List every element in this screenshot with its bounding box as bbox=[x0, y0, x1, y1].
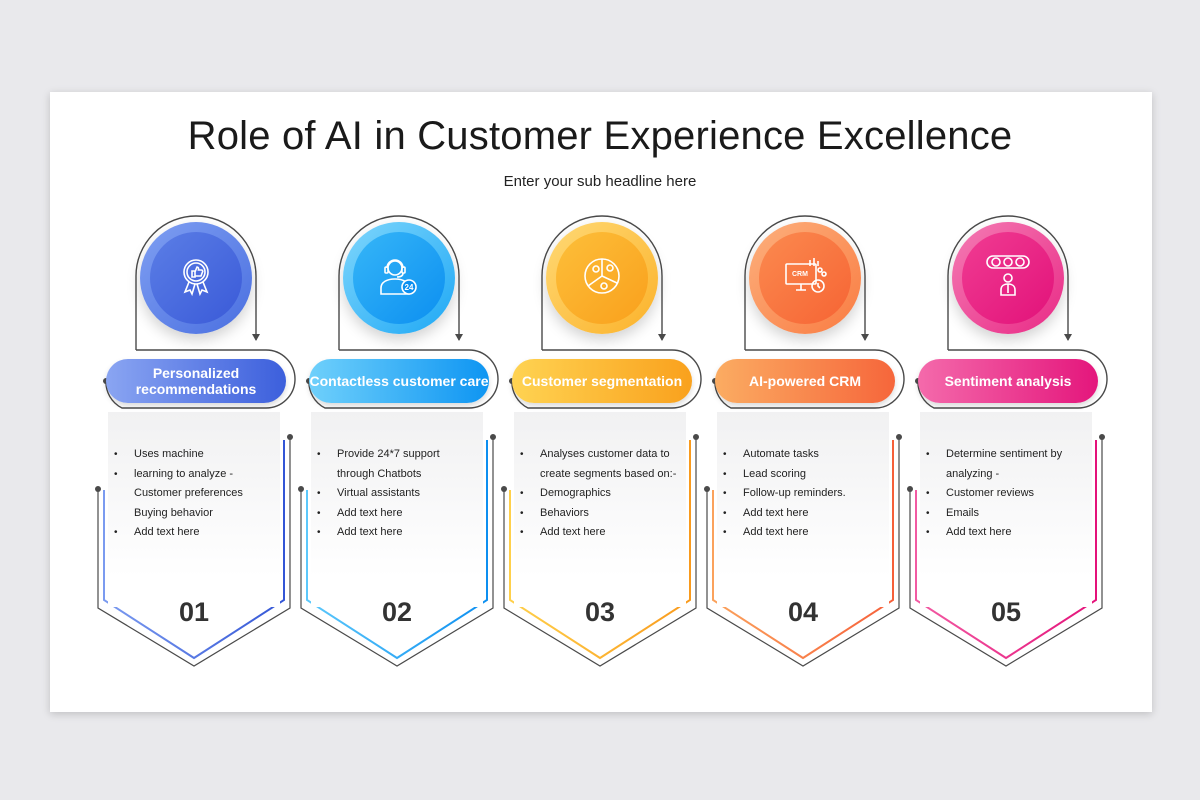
bullet-item: Add text here bbox=[924, 523, 1094, 543]
card-bullet-list: Provide 24*7 support through ChatbotsVirt… bbox=[315, 445, 485, 543]
card-number: 04 bbox=[787, 597, 819, 627]
bullet-item: Buying behavior bbox=[134, 506, 213, 519]
bullet-item: Customer reviews bbox=[924, 484, 1094, 504]
bullet-item: Add text here bbox=[315, 504, 485, 524]
card-bullet-list: Determine sentiment by analyzing - Custome… bbox=[924, 445, 1094, 543]
sentiment-faces-icon bbox=[983, 253, 1033, 304]
icon-circle-inner: CRM bbox=[759, 232, 851, 324]
card-number: 02 bbox=[381, 597, 413, 627]
bullet-item: Behaviors bbox=[518, 504, 688, 524]
icon-circle-inner bbox=[150, 232, 242, 324]
bullet-item: Add text here bbox=[518, 523, 688, 543]
card-heading: Customer segmentation bbox=[512, 359, 692, 403]
bullet-item: Determine sentiment by bbox=[924, 445, 1094, 465]
card-heading: Personalized recommendations bbox=[106, 359, 286, 403]
page-title: Role of AI in Customer Experience Excell… bbox=[187, 114, 1013, 158]
bullet-item: Add text here bbox=[315, 523, 485, 543]
bullet-item: Uses machine bbox=[112, 445, 282, 465]
icon-circle-inner bbox=[962, 232, 1054, 324]
icon-circle: CRM bbox=[749, 222, 861, 334]
icon-circle bbox=[140, 222, 252, 334]
bullet-item: Follow-up reminders. bbox=[721, 484, 891, 504]
support-agent-24-icon: 24 bbox=[375, 254, 423, 303]
bullet-item: through Chatbots bbox=[337, 467, 422, 480]
bullet-item: Lead scoring bbox=[721, 465, 891, 485]
page-subtitle: Enter your sub headline here bbox=[503, 173, 697, 190]
award-thumbs-up-icon bbox=[174, 254, 218, 303]
card-heading: AI-powered CRM bbox=[715, 359, 895, 403]
bullet-item: create segments based on:- bbox=[540, 467, 677, 480]
bullet-item: Demographics bbox=[518, 484, 688, 504]
bullet-item: Analyses customer data to bbox=[518, 445, 688, 465]
bullet-item: Customer preferences bbox=[134, 487, 243, 499]
bullet-item: Add text here bbox=[721, 504, 891, 524]
icon-circle: 24 bbox=[343, 222, 455, 334]
bullet-item: Provide 24*7 support bbox=[315, 445, 485, 465]
icon-circle bbox=[952, 222, 1064, 334]
bullet-item: learning to analyze - bbox=[112, 465, 282, 485]
icon-circle-inner: 24 bbox=[353, 232, 445, 324]
card-bullet-list: Uses machinelearning to analyze - Custome… bbox=[112, 445, 282, 543]
icon-circle bbox=[546, 222, 658, 334]
svg-text:CRM: CRM bbox=[792, 271, 808, 278]
bullet-item: Add text here bbox=[112, 523, 282, 543]
card-number: 05 bbox=[990, 597, 1022, 627]
card-number: 01 bbox=[178, 597, 210, 627]
card-number: 03 bbox=[584, 597, 616, 627]
bullet-item: Emails bbox=[924, 504, 1094, 524]
card-heading: Contactless customer care bbox=[309, 359, 489, 403]
pie-segment-users-icon bbox=[579, 253, 625, 304]
bullet-item: Add text here bbox=[721, 523, 891, 543]
card-heading: Sentiment analysis bbox=[918, 359, 1098, 403]
svg-text:24: 24 bbox=[405, 283, 414, 292]
crm-monitor-icon: CRM bbox=[780, 254, 830, 303]
card-bullet-list: Analyses customer data to create segments… bbox=[518, 445, 688, 543]
bullet-item: Automate tasks bbox=[721, 445, 891, 465]
bullet-item: Virtual assistants bbox=[315, 484, 485, 504]
bullet-item: analyzing - bbox=[946, 467, 1000, 480]
card-bullet-list: Automate tasksLead scoringFollow-up remi… bbox=[721, 445, 891, 543]
icon-circle-inner bbox=[556, 232, 648, 324]
